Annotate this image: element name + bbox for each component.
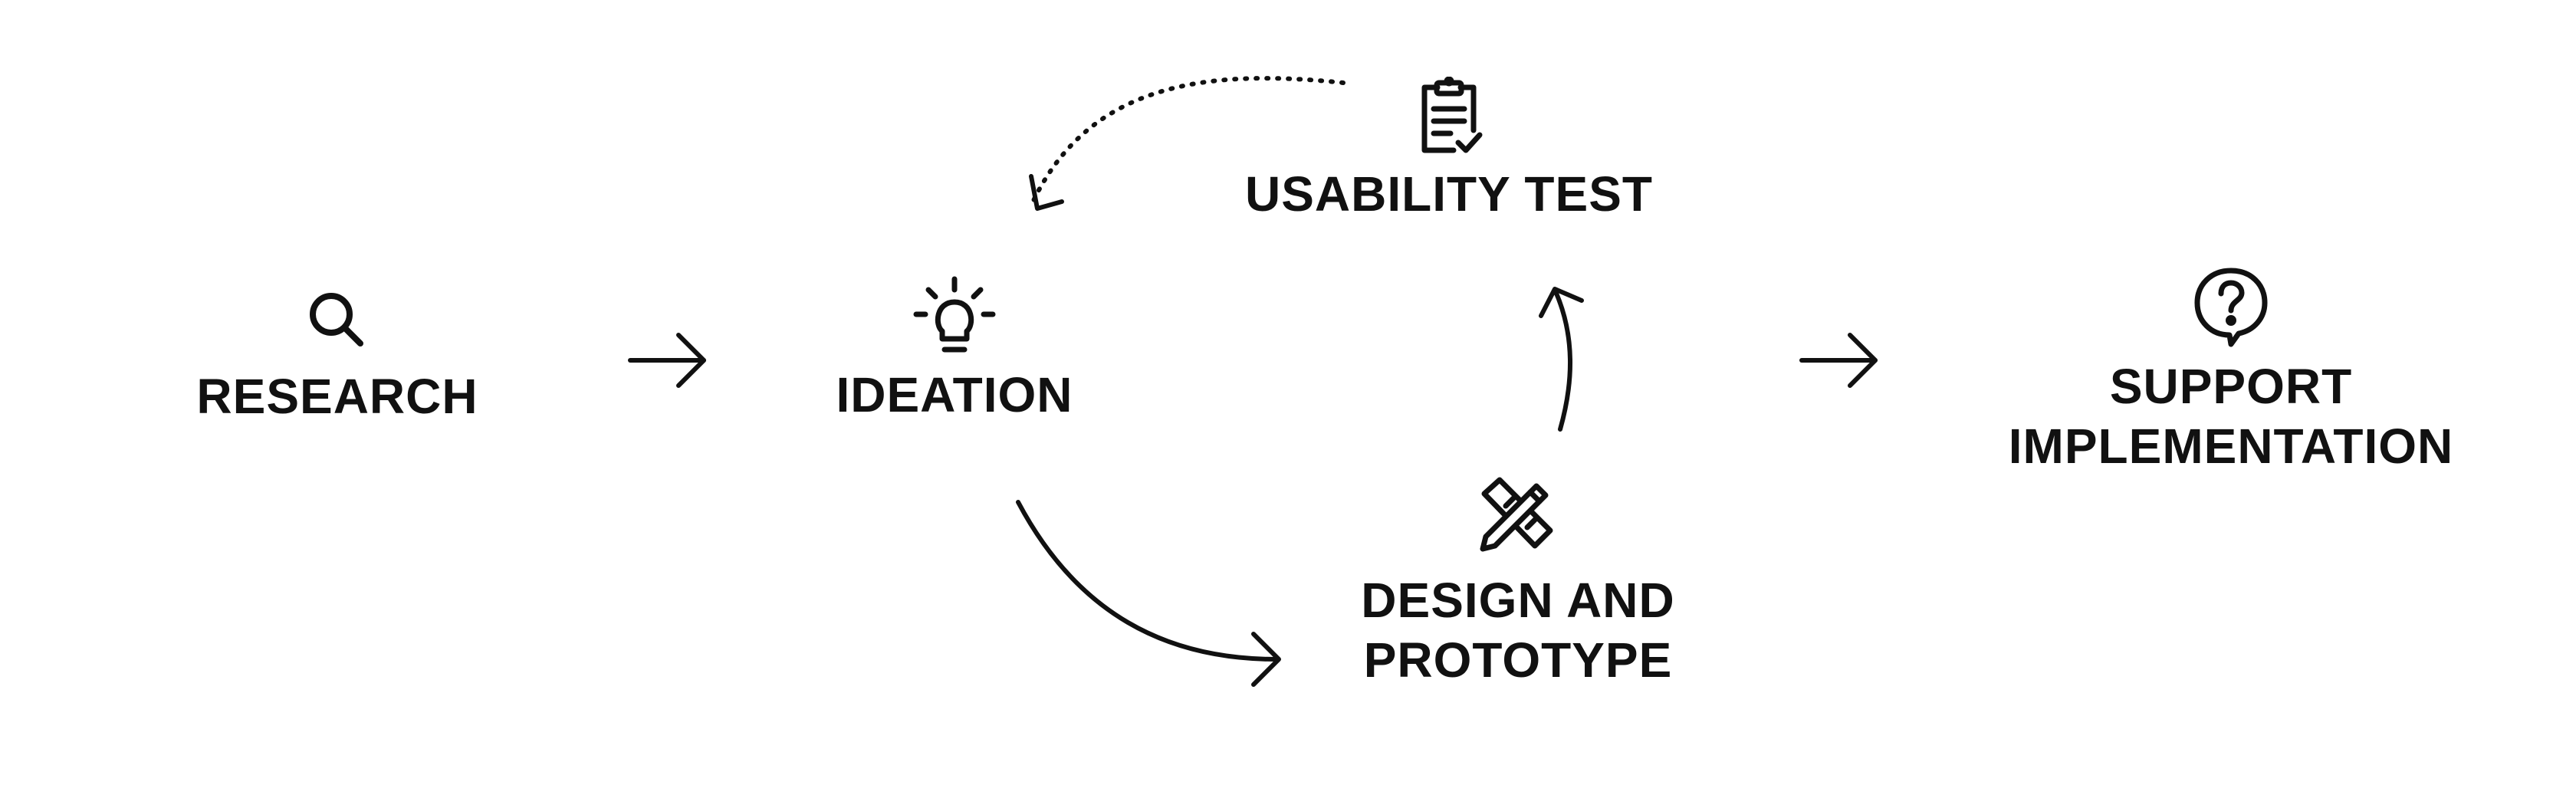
node-label-ideation: IDEATION bbox=[836, 367, 1073, 422]
lightbulb-icon bbox=[913, 276, 996, 353]
arrow-research-to-ideation bbox=[628, 333, 706, 388]
node-research: RESEARCH bbox=[184, 284, 491, 426]
node-usability-test: USABILITY TEST bbox=[1196, 77, 1702, 224]
node-ideation: IDEATION bbox=[794, 276, 1116, 425]
node-label-design-line2: PROTOTYPE bbox=[1363, 632, 1673, 688]
node-label-design-line1: DESIGN AND bbox=[1361, 573, 1675, 628]
node-design-and-prototype: DESIGN AND PROTOTYPE bbox=[1303, 474, 1733, 690]
arrow-to-support-implementation bbox=[1799, 333, 1878, 388]
question-bubble-icon bbox=[2194, 268, 2268, 347]
node-label-usability-test: USABILITY TEST bbox=[1245, 166, 1653, 222]
arrow-design-to-usability bbox=[1539, 287, 1584, 432]
clipboard-check-icon bbox=[1421, 77, 1483, 153]
magnifying-glass-icon bbox=[310, 293, 363, 347]
arrow-ideation-to-design bbox=[1016, 500, 1281, 687]
pencil-ruler-icon bbox=[1480, 477, 1553, 552]
node-label-research: RESEARCH bbox=[196, 369, 478, 424]
node-support-implementation: SUPPORT IMPLEMENTATION bbox=[1963, 264, 2499, 476]
node-label-support-line2: IMPLEMENTATION bbox=[2008, 419, 2454, 474]
arrow-usability-to-ideation-dotted bbox=[1029, 76, 1346, 211]
node-label-support-line1: SUPPORT bbox=[2109, 359, 2353, 414]
